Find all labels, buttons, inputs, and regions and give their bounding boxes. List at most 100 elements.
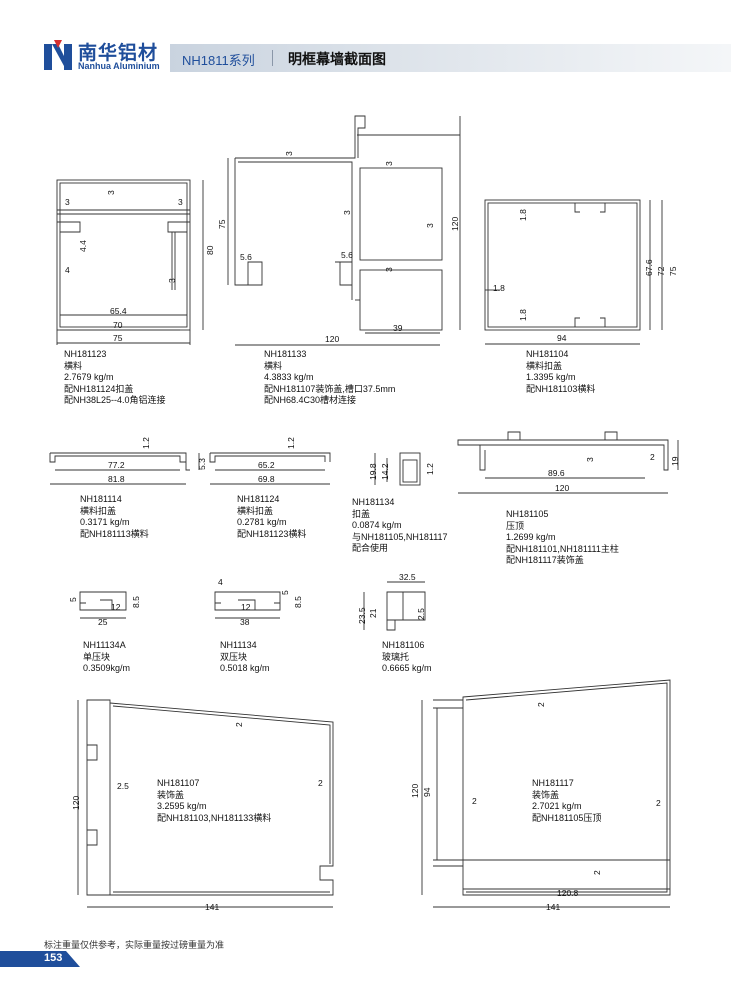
dim-label: 2.5 <box>117 781 129 791</box>
page-title: 明框幕墙截面图 <box>288 51 386 67</box>
dim-label: 77.2 <box>108 460 125 470</box>
dim-label: 8.5 <box>293 596 303 608</box>
dim-label: 3 <box>106 190 116 195</box>
dim-label: 3 <box>178 197 183 207</box>
dim-label: 2 <box>472 796 477 806</box>
dim-label: 72 <box>656 266 666 276</box>
dim-label: 94 <box>557 333 567 343</box>
dim-label: 3 <box>384 161 394 166</box>
brand-name-cn: 南华铝材 <box>78 43 159 64</box>
nanhua-logo-icon <box>44 40 72 70</box>
dim-label: 120 <box>325 334 339 344</box>
profile-drawing-nh181105: 3 2 19 89.6 120 <box>457 431 680 494</box>
dim-label: 5.3 <box>197 458 207 470</box>
dim-label: 120 <box>410 784 420 798</box>
profile-drawing-nh181107: 2 2.5 2 120 141 <box>71 699 334 912</box>
dim-label: 69.8 <box>258 474 275 484</box>
dim-label: 5 <box>68 597 78 602</box>
page-number: 153 <box>44 952 63 964</box>
dim-label: 94 <box>422 787 432 797</box>
dim-label: 70 <box>113 320 123 330</box>
dim-label: 21 <box>368 608 378 618</box>
profile-drawing-nh181124: 1.2 65.2 69.8 <box>209 437 331 485</box>
dim-label: 19.8 <box>368 463 378 480</box>
dim-label: 3 <box>425 223 435 228</box>
footer-note: 标注重量仅供参考，实际重量按过磅重量为准 <box>44 940 225 950</box>
profile-drawing-nh181117: 2 120 94 2 2 2 120.8 141 <box>410 679 671 912</box>
dim-label: 2 <box>656 798 661 808</box>
dim-label: 2 <box>234 722 244 727</box>
profile-drawing-nh11134a: 5 8.5 12 25 <box>68 591 141 627</box>
dim-label: 1.2 <box>141 437 151 449</box>
dim-label: 3 <box>65 197 70 207</box>
dim-label: 75 <box>113 333 123 343</box>
dim-label: 89.6 <box>548 468 565 478</box>
dim-label: 4 <box>65 265 70 275</box>
dim-label: 2 <box>592 870 602 875</box>
dim-label: 3 <box>342 210 352 215</box>
dim-label: 5.6 <box>240 252 252 262</box>
dim-label: 81.8 <box>108 474 125 484</box>
dim-label: 141 <box>205 902 219 912</box>
dim-label: 80 <box>205 245 215 255</box>
dim-label: 1.8 <box>518 209 528 221</box>
dim-label: 120 <box>71 796 81 810</box>
dim-label: 1.2 <box>286 437 296 449</box>
dim-label: 3 <box>585 457 595 462</box>
dim-label: 14.2 <box>380 463 390 480</box>
profile-drawing-nh181133: 3 3 75 3 3 120 5.6 5.6 3 120 39 <box>217 115 461 346</box>
dim-label: 1.2 <box>425 463 435 475</box>
header-bar <box>170 44 731 72</box>
dim-label: 4.4 <box>78 240 88 252</box>
series-label: NH1811系列 <box>182 53 255 68</box>
dim-label: 65.4 <box>110 306 127 316</box>
dim-label: 2 <box>536 702 546 707</box>
dim-label: 19 <box>670 456 680 466</box>
profile-drawing-nh181106: 32.5 23.5 21 2.5 <box>357 572 426 631</box>
dim-label: 25 <box>98 617 108 627</box>
dim-label: 3 <box>384 267 394 272</box>
profile-drawing-nh11134: 4 5 8.5 12 38 <box>214 577 303 627</box>
dim-label: 2 <box>318 778 323 788</box>
dim-label: 75 <box>668 266 678 276</box>
dim-label: 8.5 <box>131 596 141 608</box>
profile-drawing-nh181114: 1.2 77.2 5.3 81.8 <box>49 437 207 485</box>
profile-drawing-nh181123: 3 3 3 4.4 4 3 80 65.4 70 75 <box>56 179 215 345</box>
page-header: 南华铝材 Nanhua Aluminium NH1811系列 明框幕墙截面图 <box>0 0 731 80</box>
header-divider <box>272 50 273 66</box>
dim-label: 3 <box>167 278 177 283</box>
profile-drawing-nh181104: 1.8 67.6 72 75 1.8 1.8 94 <box>484 199 678 345</box>
dim-label: 67.6 <box>644 259 654 276</box>
page-number-tab <box>0 951 80 967</box>
dim-label: 12 <box>111 602 121 612</box>
dim-label: 120 <box>555 483 569 493</box>
dim-label: 32.5 <box>399 572 416 582</box>
brand-name-en: Nanhua Aluminium <box>78 61 160 71</box>
dim-label: 12 <box>241 602 251 612</box>
profile-drawing-nh181134: 19.8 14.2 1.2 <box>368 452 435 486</box>
dim-label: 141 <box>546 902 560 912</box>
dim-label: 1.8 <box>518 309 528 321</box>
dim-label: 39 <box>393 323 403 333</box>
dim-label: 120.8 <box>557 888 579 898</box>
dim-label: 23.5 <box>357 607 367 624</box>
dim-label: 4 <box>218 577 223 587</box>
dim-label: 2 <box>650 452 655 462</box>
dim-label: 3 <box>284 151 294 156</box>
dim-label: 65.2 <box>258 460 275 470</box>
dim-label: 1.8 <box>493 283 505 293</box>
dim-label: 120 <box>450 217 460 231</box>
